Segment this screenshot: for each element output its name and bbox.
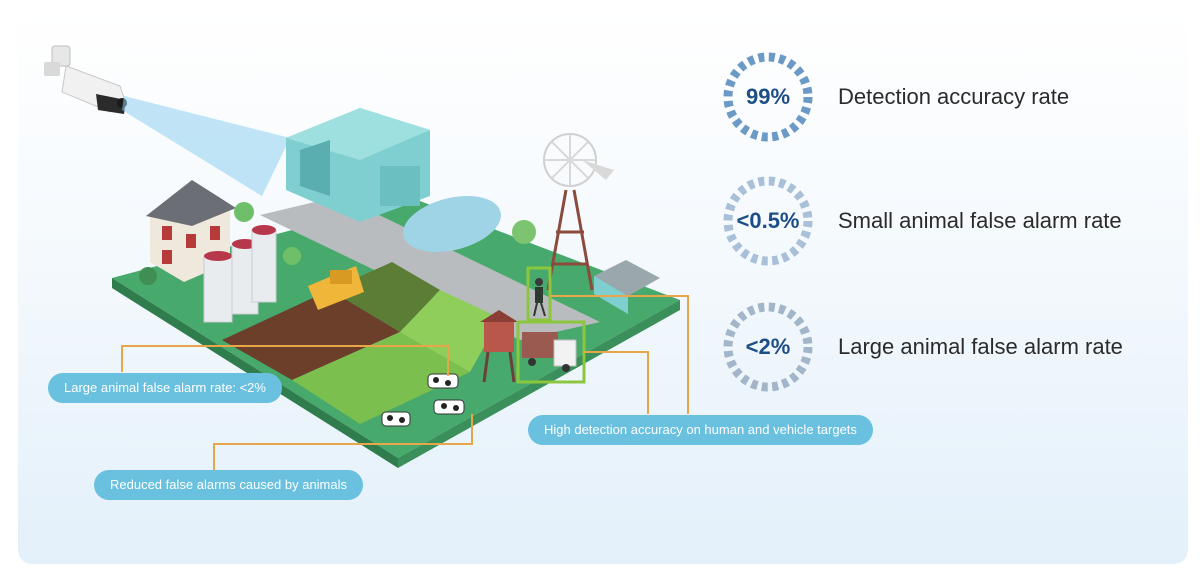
water-tower [480, 310, 518, 383]
stat-ring-large-animal [723, 302, 813, 392]
pond [403, 196, 501, 252]
stat-label: Small animal false alarm rate [838, 208, 1122, 233]
stat-ring-small-animal [723, 176, 813, 266]
leader-lines [121, 295, 689, 470]
callout-reduced-false-alarms: Reduced false alarms caused by animals [94, 470, 364, 500]
stat-label: Detection accuracy rate [838, 84, 1070, 109]
stat-value: <0.5% [736, 208, 800, 233]
harvester [308, 266, 364, 310]
stat-detection-accuracy: 99% Detection accuracy rate [720, 49, 1180, 145]
cows [381, 373, 465, 427]
person-figure [533, 278, 546, 317]
stat-small-animal-false-alarm: <0.5% Small animal false alarm rate [720, 173, 1180, 269]
stat-value: <2% [745, 334, 791, 359]
truck [522, 332, 577, 372]
security-camera-icon [44, 45, 127, 114]
barn [286, 108, 430, 222]
person-detection-box [526, 266, 552, 322]
silos [203, 225, 277, 323]
stat-value: 99% [745, 84, 791, 109]
callout-large-animal: Large animal false alarm rate: <2% [48, 373, 282, 403]
stat-label: Large animal false alarm rate [838, 334, 1123, 359]
windmill [543, 133, 614, 291]
trees [139, 202, 536, 285]
stat-ring-accuracy [723, 52, 813, 142]
camera-beam [122, 96, 290, 196]
stat-large-animal-false-alarm: <2% Large animal false alarm rate [720, 299, 1180, 395]
callout-high-detection: High detection accuracy on human and veh… [528, 415, 873, 445]
